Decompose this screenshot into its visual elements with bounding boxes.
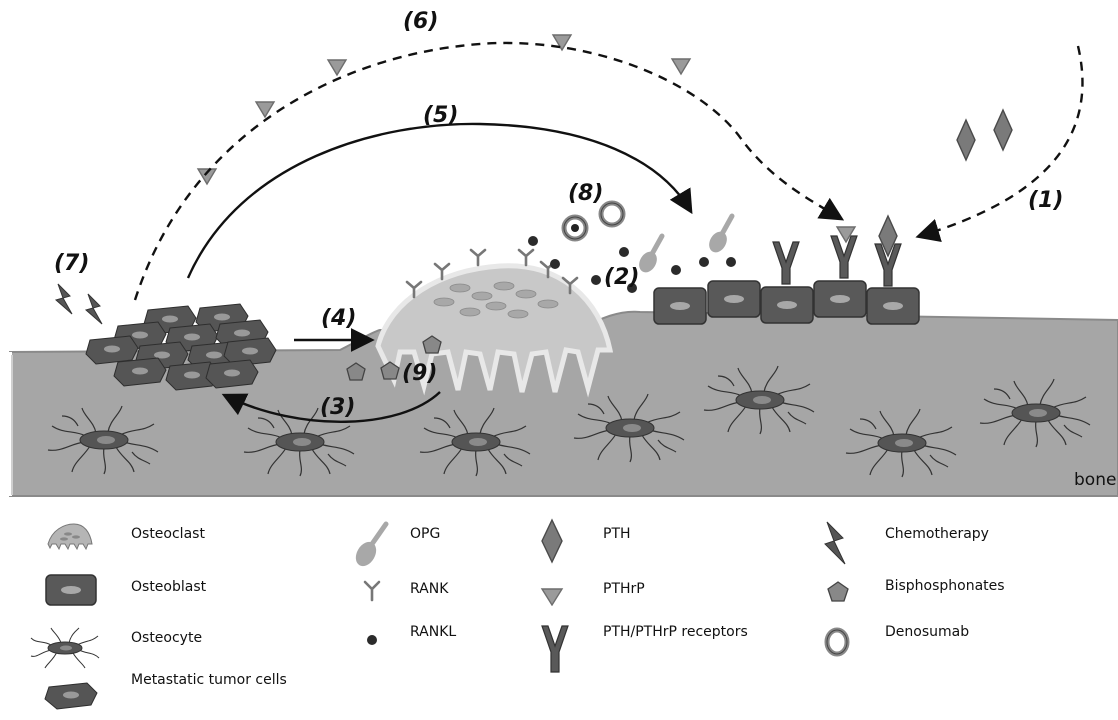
chemotherapy-bolts xyxy=(56,284,102,324)
legend-osteoclast-label: Osteoclast xyxy=(131,526,205,542)
osteoblast-layer xyxy=(654,281,919,324)
step-label-6: (6) xyxy=(403,9,438,34)
legend-opg-label: OPG xyxy=(410,526,440,542)
step-label-2: (2) xyxy=(604,265,639,290)
step-label-7: (7) xyxy=(54,251,89,276)
step-label-1: (1) xyxy=(1028,188,1063,213)
step-label-5: (5) xyxy=(423,103,458,128)
bisphosphonate-icon xyxy=(826,580,850,604)
opg-icon xyxy=(352,520,392,570)
receptor-icon xyxy=(540,624,570,674)
step-label-9: (9) xyxy=(402,361,437,386)
legend-pthrp-label: PTHrP xyxy=(603,581,645,597)
bone-metastasis-diagram: (1) (2) (3) (4) (5) (6) (7) (8) (9) bone xyxy=(0,0,1118,500)
step-label-8: (8) xyxy=(568,181,603,206)
rankl-icon xyxy=(362,628,382,648)
opg-molecules xyxy=(636,216,732,276)
osteoblast-icon xyxy=(44,573,98,607)
bone-label: bone xyxy=(1074,470,1116,490)
denosumab-molecules xyxy=(564,203,623,239)
legend-receptors-label: PTH/PTHrP receptors xyxy=(603,624,748,640)
legend-denosumab-label: Denosumab xyxy=(885,624,969,640)
chemotherapy-icon xyxy=(818,520,848,568)
legend-tumor-cells-label: Metastatic tumor cells xyxy=(131,672,287,688)
legend-osteoblast-label: Osteoblast xyxy=(131,579,206,595)
metastatic-tumor-cluster xyxy=(86,304,276,390)
legend-chemotherapy-label: Chemotherapy xyxy=(885,526,989,542)
legend-bisphosphonates-label: Bisphosphonates xyxy=(885,578,1005,594)
denosumab-icon xyxy=(822,626,852,658)
legend-rankl-label: RANKL xyxy=(410,624,456,640)
pth-icon xyxy=(540,518,564,564)
osteoclast-icon xyxy=(44,520,94,550)
step-label-3: (3) xyxy=(320,395,355,420)
rank-icon xyxy=(362,578,382,602)
pthrp-icon xyxy=(540,586,564,606)
legend-pth-label: PTH xyxy=(603,526,631,542)
legend-rank-label: RANK xyxy=(410,581,448,597)
step-label-4: (4) xyxy=(321,306,356,331)
tumor-cell-icon xyxy=(44,678,98,712)
pth-molecules xyxy=(957,110,1012,160)
legend-osteocyte-label: Osteocyte xyxy=(131,630,202,646)
osteocyte-icon xyxy=(30,626,100,670)
